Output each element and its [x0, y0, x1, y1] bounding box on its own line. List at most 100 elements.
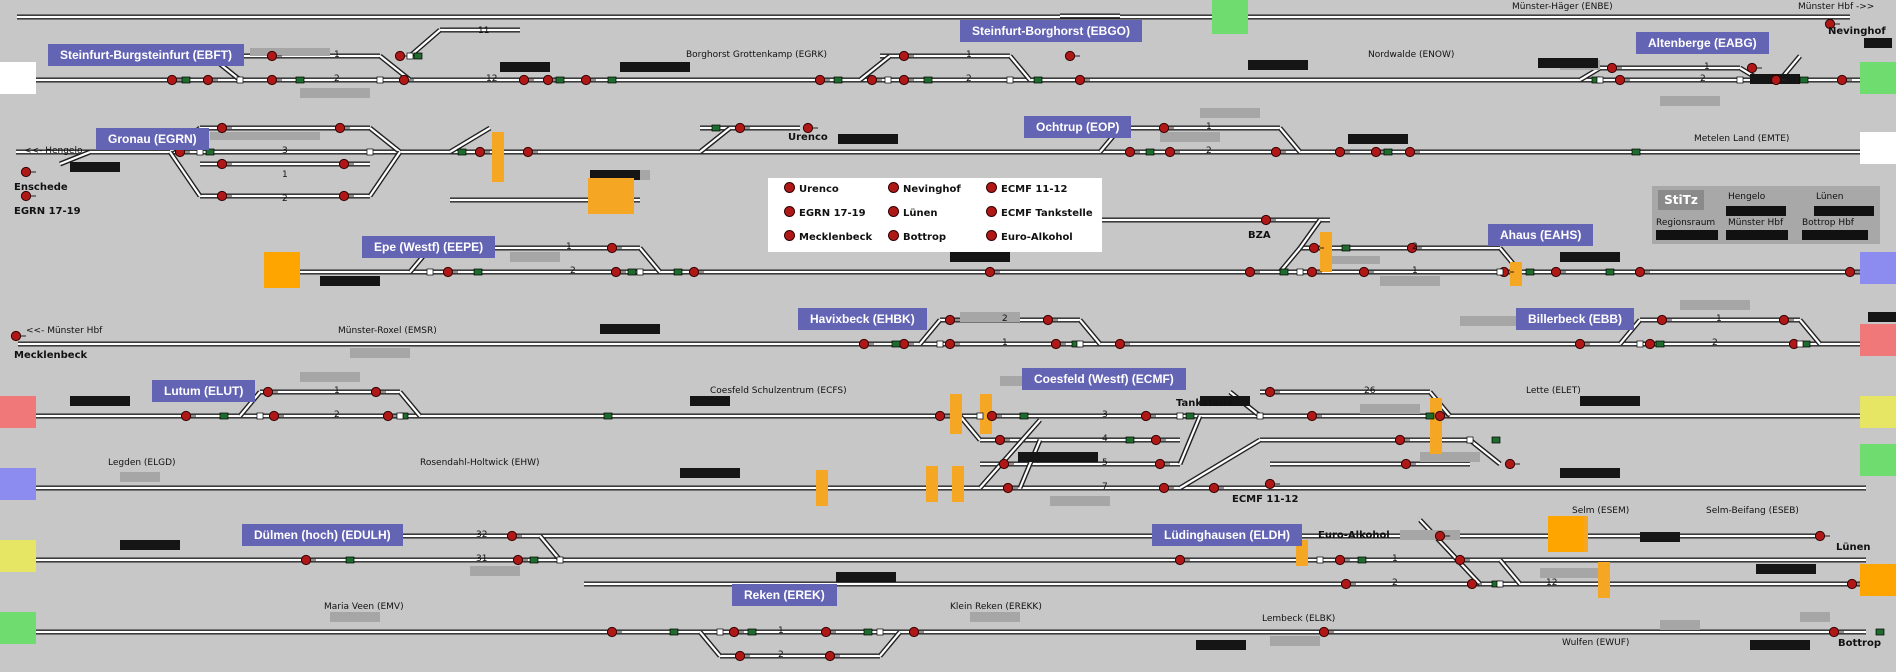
signal-icon[interactable]: [334, 122, 346, 134]
switch-icon[interactable]: [396, 412, 404, 420]
signal-icon[interactable]: [542, 74, 554, 86]
signal-icon[interactable]: [1140, 410, 1152, 422]
track-segment[interactable]: [1419, 519, 1481, 585]
switch-icon[interactable]: [936, 340, 944, 348]
track-segment[interactable]: [399, 391, 421, 417]
signal-icon[interactable]: [814, 74, 826, 86]
shunt-signal-icon[interactable]: [1033, 76, 1043, 84]
legend-item[interactable]: Euro-Alkohol: [986, 230, 1073, 243]
signal-icon[interactable]: [802, 122, 814, 134]
signal-icon[interactable]: [1370, 146, 1382, 158]
signal-icon[interactable]: [944, 338, 956, 350]
switch-icon[interactable]: [1006, 76, 1014, 84]
signal-icon[interactable]: [898, 338, 910, 350]
shunt-signal-icon[interactable]: [345, 556, 355, 564]
signal-icon[interactable]: [908, 626, 920, 638]
occupied-marker[interactable]: [980, 394, 992, 434]
track-segment[interactable]: [1299, 219, 1321, 249]
signal-icon[interactable]: [180, 410, 192, 422]
track-segment[interactable]: [1499, 559, 1521, 585]
shunt-signal-icon[interactable]: [1631, 148, 1641, 156]
shunt-signal-icon[interactable]: [1491, 436, 1501, 444]
shunt-signal-icon[interactable]: [1019, 412, 1029, 420]
shunt-signal-icon[interactable]: [529, 556, 539, 564]
signal-icon[interactable]: [1606, 62, 1618, 74]
station-title-ehbk[interactable]: Havixbeck (EHBK): [798, 308, 927, 330]
shunt-signal-icon[interactable]: [555, 76, 565, 84]
signal-icon[interactable]: [1154, 458, 1166, 470]
shunt-signal-icon[interactable]: [607, 76, 617, 84]
block-indicator[interactable]: [690, 396, 730, 406]
signal-icon[interactable]: [506, 530, 518, 542]
signal-icon[interactable]: [1778, 314, 1790, 326]
station-title-eldh[interactable]: Lüdinghausen (ELDH): [1152, 524, 1302, 546]
shunt-signal-icon[interactable]: [833, 76, 843, 84]
block-indicator[interactable]: [836, 572, 896, 582]
signal-icon[interactable]: [728, 626, 740, 638]
station-title-ebgo[interactable]: Steinfurt-Borghorst (EBGO): [960, 20, 1142, 42]
shunt-signal-icon[interactable]: [1655, 340, 1665, 348]
signal-icon[interactable]: [442, 266, 454, 278]
signal-icon[interactable]: [202, 74, 214, 86]
block-indicator[interactable]: [1538, 58, 1598, 68]
switch-icon[interactable]: [1466, 436, 1474, 444]
shunt-signal-icon[interactable]: [1799, 76, 1809, 84]
signal-icon[interactable]: [1400, 458, 1412, 470]
block-indicator[interactable]: [1868, 312, 1896, 322]
signal-icon[interactable]: [1454, 554, 1466, 566]
signal-icon[interactable]: [1614, 74, 1626, 86]
station-title-edulh[interactable]: Dülmen (hoch) (EDULH): [242, 524, 403, 546]
signal-icon[interactable]: [1042, 314, 1054, 326]
signal-icon[interactable]: [1158, 482, 1170, 494]
block-indicator[interactable]: [500, 62, 550, 72]
block-indicator[interactable]: [70, 396, 130, 406]
signal-icon[interactable]: [1404, 146, 1416, 158]
shunt-signal-icon[interactable]: [1425, 412, 1435, 420]
switch-icon[interactable]: [976, 412, 984, 420]
block-indicator[interactable]: [838, 134, 898, 144]
signal-icon[interactable]: [394, 50, 406, 62]
signal-icon[interactable]: [382, 410, 394, 422]
stitz-counter-muenster-hbf[interactable]: [1726, 230, 1788, 240]
signal-icon[interactable]: [1306, 266, 1318, 278]
signal-icon[interactable]: [522, 146, 534, 158]
track-segment[interactable]: [919, 319, 941, 345]
station-title-ebft[interactable]: Steinfurt-Burgsteinfurt (EBFT): [48, 44, 244, 66]
signal-icon[interactable]: [984, 266, 996, 278]
legend-item[interactable]: EGRN 17-19: [784, 206, 866, 219]
block-indicator[interactable]: [70, 162, 120, 172]
block-indicator[interactable]: [1750, 640, 1810, 650]
legend-item[interactable]: Urenco: [784, 182, 839, 195]
station-title-eepe[interactable]: Epe (Westf) (EEPE): [362, 236, 496, 258]
legend-item[interactable]: Nevinghof: [888, 182, 961, 195]
block-indicator[interactable]: [1560, 468, 1620, 478]
track-segment[interactable]: [369, 127, 401, 153]
signal-icon[interactable]: [20, 166, 32, 178]
signal-icon[interactable]: [1050, 338, 1062, 350]
signal-icon[interactable]: [1318, 626, 1330, 638]
signal-icon[interactable]: [898, 50, 910, 62]
switch-icon[interactable]: [1596, 76, 1604, 84]
signal-icon[interactable]: [338, 190, 350, 202]
switch-icon[interactable]: [366, 148, 374, 156]
signal-icon[interactable]: [1308, 242, 1320, 254]
track-segment[interactable]: [409, 29, 441, 57]
signal-icon[interactable]: [1434, 410, 1446, 422]
switch-icon[interactable]: [376, 76, 384, 84]
track-segment[interactable]: [1179, 439, 1261, 489]
occupied-marker[interactable]: [1296, 540, 1308, 566]
signal-icon[interactable]: [734, 650, 746, 662]
track-segment[interactable]: [1009, 55, 1031, 81]
signal-icon[interactable]: [1550, 266, 1562, 278]
signal-icon[interactable]: [1208, 482, 1220, 494]
switch-icon[interactable]: [236, 76, 244, 84]
shunt-signal-icon[interactable]: [673, 268, 683, 276]
occupied-marker[interactable]: [1320, 232, 1332, 272]
shunt-signal-icon[interactable]: [219, 412, 229, 420]
signal-icon[interactable]: [610, 266, 622, 278]
track-segment[interactable]: [1469, 439, 1501, 465]
switch-icon[interactable]: [1796, 340, 1804, 348]
signal-icon[interactable]: [1264, 478, 1276, 490]
signal-icon[interactable]: [512, 554, 524, 566]
station-title-erek[interactable]: Reken (EREK): [732, 584, 837, 606]
